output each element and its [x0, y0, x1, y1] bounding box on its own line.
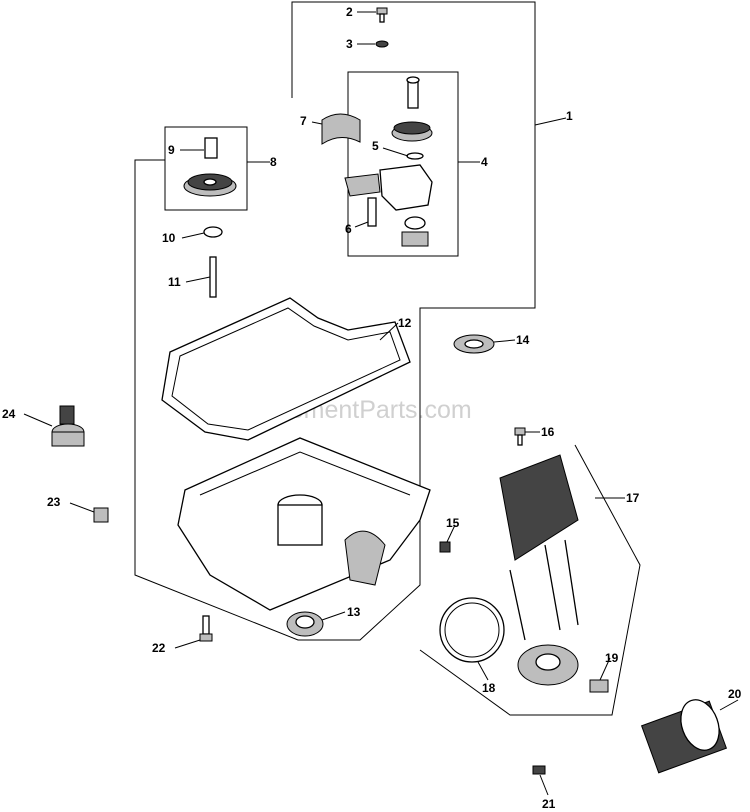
part-12-gasket [161, 297, 411, 441]
callout-5: 5 [372, 139, 379, 153]
group-outline-4 [347, 71, 459, 257]
callout-8: 8 [270, 155, 277, 169]
part-4-oil-pump [344, 76, 433, 247]
part-9-pin [204, 137, 218, 159]
part-11-stud [209, 256, 217, 298]
part-8-gear [183, 173, 237, 197]
callout-1: 1 [566, 109, 573, 123]
group-outline-17 [419, 444, 641, 716]
callout-14: 14 [516, 333, 530, 347]
callout-20: 20 [728, 687, 742, 701]
callout-12: 12 [398, 316, 412, 330]
callout-16: 16 [541, 425, 555, 439]
part-15-nut [439, 541, 451, 553]
part-19-fitting [589, 679, 609, 693]
callout-17: 17 [626, 491, 640, 505]
part-23-plug [93, 507, 109, 523]
callout-10: 10 [162, 231, 176, 245]
callout-22: 22 [152, 641, 166, 655]
callout-labels: 1 2 3 4 5 6 7 8 9 10 11 12 13 14 15 16 1… [2, 5, 742, 811]
oil-pan [177, 437, 431, 611]
callout-4: 4 [481, 155, 488, 169]
part-2-bolt [376, 7, 388, 23]
callout-9: 9 [168, 143, 175, 157]
part-21-nut [532, 765, 546, 775]
part-24-oil-sensor [51, 405, 85, 447]
callout-15: 15 [446, 516, 460, 530]
callout-19: 19 [605, 651, 619, 665]
callout-7: 7 [300, 114, 307, 128]
part-17-oil-cooler [499, 454, 579, 686]
leader-lines [23, 11, 739, 796]
part-18-o-ring [439, 597, 505, 663]
callout-6: 6 [345, 222, 352, 236]
callout-11: 11 [168, 275, 181, 289]
part-10-washer [203, 226, 223, 238]
part-13-seal [286, 611, 324, 637]
part-14-seal [453, 334, 495, 354]
callout-18: 18 [482, 681, 496, 695]
callout-24: 24 [2, 407, 16, 421]
group-outline-1 [134, 1, 536, 641]
part-20-oil-filter [640, 699, 728, 774]
callout-3: 3 [346, 37, 353, 51]
callout-2: 2 [346, 5, 353, 19]
group-outline-8 [164, 126, 248, 211]
part-3-washer [375, 40, 389, 48]
callout-13: 13 [347, 605, 361, 619]
part-7-screen [321, 113, 361, 145]
part-22-bolt [199, 615, 213, 642]
callout-21: 21 [542, 797, 556, 811]
callout-23: 23 [47, 495, 61, 509]
part-16-bolt [514, 427, 526, 446]
